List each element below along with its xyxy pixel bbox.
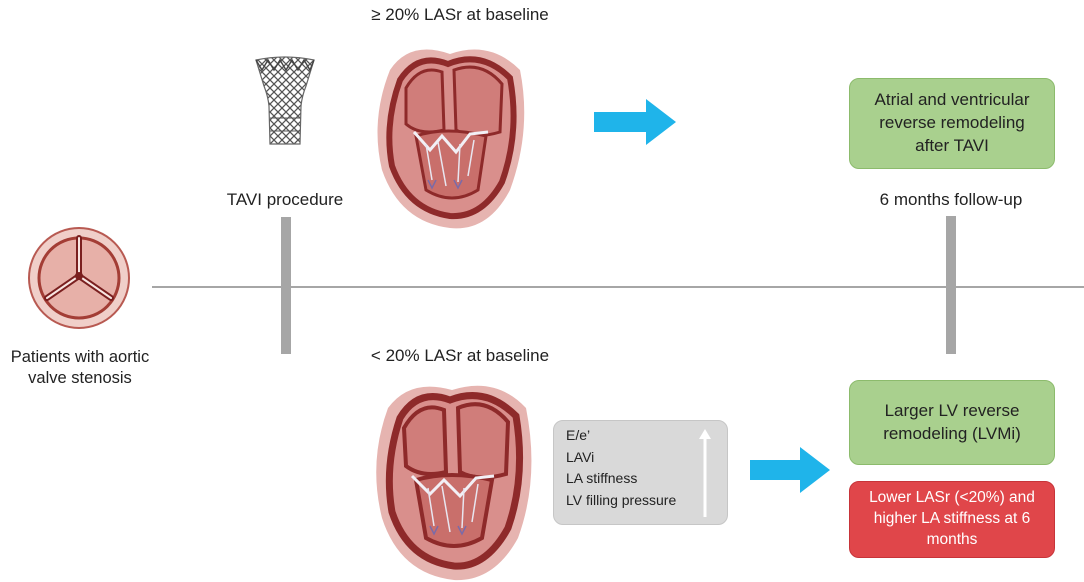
arrow-top-shape (594, 99, 676, 145)
list-item: LV filling pressure (566, 492, 677, 509)
up-arrow-icon (699, 429, 711, 517)
increase-list: E/e’ LAVi LA stiffness LV filling pressu… (566, 425, 676, 512)
aortic-valve-icon (28, 227, 130, 329)
heart-illustration-top (377, 49, 525, 229)
list-item: LAVi (566, 448, 595, 465)
timeline-line (152, 286, 1084, 288)
list-item: E/e’ (566, 427, 591, 443)
followup-label: 6 months follow-up (879, 190, 1023, 209)
bottom-condition-label: < 20% LASr at baseline (370, 346, 550, 365)
arrow-bottom-shape (750, 447, 830, 493)
bottom-negative-box: Lower LASr (<20%) and higher LA stiffnes… (849, 481, 1055, 558)
arrow-right-icon-bottom (750, 447, 830, 493)
list-item: LA stiffness (566, 470, 638, 487)
stent-icon (255, 56, 315, 145)
followup-marker (946, 216, 956, 354)
heart-illustration-bottom (376, 385, 532, 581)
arrow-right-icon (594, 99, 676, 145)
top-condition-label: ≥ 20% LASr at baseline (371, 5, 549, 24)
tavi-marker (281, 217, 291, 354)
top-outcome-box: Atrial and ventricular reverse remodelin… (849, 78, 1055, 169)
bottom-outcome-box: Larger LV reverse remodeling (LVMi) (849, 380, 1055, 465)
tavi-label: TAVI procedure (226, 190, 344, 209)
increase-list-box: E/e’ LAVi LA stiffness LV filling pressu… (553, 420, 728, 525)
patients-label: Patients with aortic valve stenosis (10, 348, 150, 388)
